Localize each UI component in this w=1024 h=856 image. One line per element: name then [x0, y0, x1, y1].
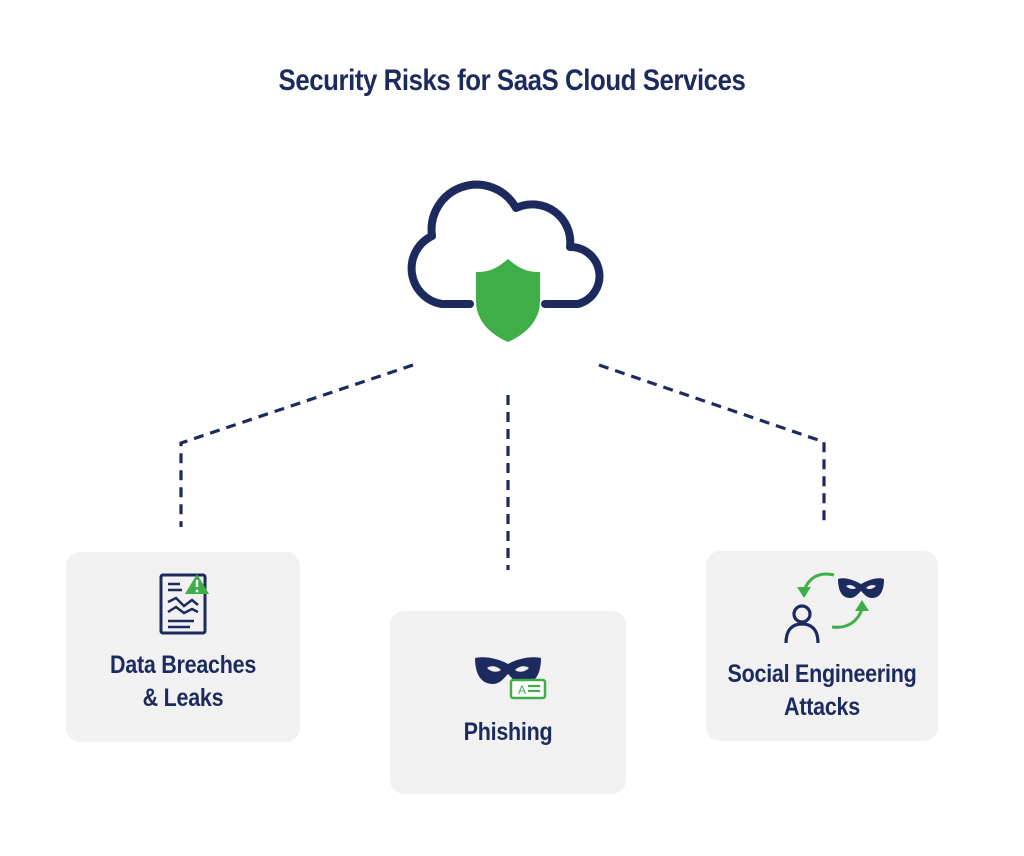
risk-label-line: & Leaks — [142, 684, 224, 712]
shield-icon — [476, 259, 540, 342]
arrow-bottom-icon — [831, 608, 864, 629]
page-title: Security Risks for SaaS Cloud Services — [278, 64, 746, 97]
connector-right — [598, 363, 826, 524]
mask-icon — [475, 657, 541, 684]
risk-label-line: Phishing — [463, 718, 553, 746]
risk-label: Phishing — [390, 716, 626, 749]
person-mask-exchange-icon — [784, 572, 884, 644]
risk-label: Data Breaches & Leaks — [66, 649, 300, 715]
risk-card-phishing: A Phishing — [390, 611, 626, 794]
document-warning-icon — [159, 573, 209, 635]
id-card-icon — [509, 678, 547, 700]
mask-icon — [838, 578, 884, 598]
risk-card-data-breaches: Data Breaches & Leaks — [66, 552, 300, 742]
risk-card-social-engineering: Social Engineering Attacks — [706, 551, 938, 741]
risk-label-line: Attacks — [784, 693, 860, 721]
risk-label-line: Social Engineering — [727, 660, 917, 688]
cloud-outline — [407, 180, 604, 308]
risk-label-line: Data Breaches — [109, 651, 257, 679]
svg-text:A: A — [518, 683, 526, 697]
mask-id-card-icon: A — [475, 657, 547, 700]
cloud-shield-icon — [407, 180, 604, 342]
person-icon — [792, 604, 812, 624]
connector-left — [179, 363, 414, 527]
risk-label: Social Engineering Attacks — [706, 658, 938, 724]
